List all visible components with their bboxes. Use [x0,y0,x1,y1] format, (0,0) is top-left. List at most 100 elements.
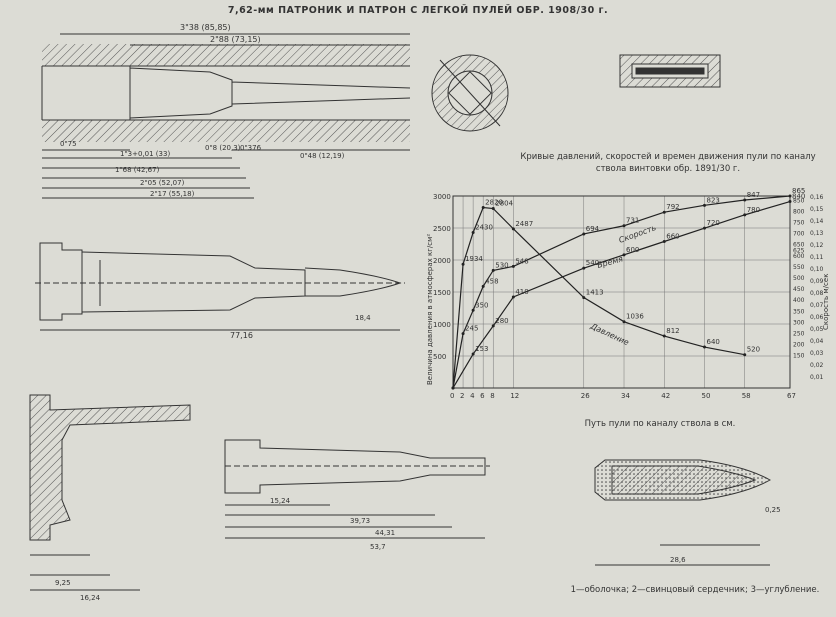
series-point [491,324,495,328]
series-point [622,224,626,228]
point-label: 600 [626,246,639,254]
point-label: 458 [485,277,498,285]
x-tick-label: 2 [460,392,464,400]
point-label: 847 [747,191,760,199]
series-line-1 [452,195,791,389]
x-tick-label: 50 [701,392,710,400]
y-right-time-tick: 0,16 [810,194,824,201]
series-point [743,353,747,357]
x-tick-label: 67 [787,392,796,400]
y-right-time-tick: 0,03 [810,350,824,357]
y-right-time-tick: 0,09 [810,278,824,285]
y-tick-label: 500 [433,353,446,361]
y-right-speed-tick: 250 [793,331,805,338]
x-tick-label: 8 [490,392,494,400]
x-tick-label: 58 [742,392,751,400]
y-tick-label: 1000 [433,321,451,329]
point-label: 694 [586,225,600,233]
y-right-time-tick: 0,13 [810,230,824,237]
y-right-speed-tick: 625 [793,247,805,254]
point-label: 350 [475,301,488,309]
y-right-speed-tick: 200 [793,342,805,349]
dim-case-1: 15,24 [270,497,291,505]
series-line-2 [452,200,791,389]
dim-2: 1"3+0,01 (33) [120,150,170,158]
y-right-speed-tick: 450 [793,286,805,293]
y-tick-label: 1500 [433,289,451,297]
y-right-time-tick: 0,11 [810,254,824,261]
y-right-time-tick: 0,10 [810,266,824,273]
series-point [622,320,626,324]
point-label: 153 [475,345,488,353]
series-point [662,210,666,214]
point-label: 792 [666,203,679,211]
y-tick-label: 2000 [433,257,451,265]
dim-bullet-ogive: 18,4 [355,314,371,322]
x-tick-label: 34 [621,392,630,400]
point-label: 720 [706,219,719,227]
cartridge-side-view: 77,16 18,4 [35,242,405,340]
point-label: 1934 [465,255,483,263]
series-point [788,194,792,198]
dim-4: 0"376 [240,144,262,152]
dim-cartridge-length: 77,16 [230,331,253,340]
plot-frame [452,195,791,389]
legend-note: 1—оболочка; 2—свинцовый сердечник; 3—угл… [570,585,820,595]
x-tick-label: 12 [510,392,519,400]
y-right-time-tick: 0,12 [810,242,824,249]
series-point [491,268,495,272]
point-label: 865 [792,187,805,195]
series-point [511,227,515,231]
series-point [582,266,586,270]
series-point [481,284,485,288]
y-right-speed-tick: 350 [793,308,805,315]
y-right-time-tick: 0,15 [810,206,824,213]
point-label: 640 [706,338,719,346]
y-right-time-tick: 0,08 [810,290,824,297]
point-label: 2487 [515,220,533,228]
series-point [662,334,666,338]
series-point [582,296,586,300]
series-point [743,198,747,202]
series-point [582,232,586,236]
primer-detail [619,54,721,88]
series-point [622,253,626,257]
y-right-speed-tick: 300 [793,319,805,326]
dim-rim-2: 16,24 [80,594,101,602]
rim-detail: 9,25 16,24 [29,394,191,602]
series-point [491,207,495,211]
y-right-speed-tick: 400 [793,297,805,304]
series-line-0 [452,206,745,389]
series-point [743,213,747,217]
point-label: 731 [626,217,639,225]
chart-title-line-1: Кривые давлений, скоростей и времен движ… [520,152,816,162]
y-right-speed-tick: 500 [793,275,805,282]
y-right-time-tick: 0,14 [810,218,824,225]
y-right-time-tick: 0,05 [810,326,824,333]
dim-3: 0"8 (20,3) [205,144,241,152]
x-tick-label: 26 [581,392,590,400]
point-label: 2820 [485,199,503,207]
y-right-time-tick: 0,02 [810,362,824,369]
dim-bullet-tip: 0,25 [765,506,781,514]
point-label: 780 [747,206,760,214]
y-right-speed-tick: 550 [793,264,805,271]
chart-x-label: Путь пули по каналу ствола в см. [584,419,736,429]
y-right-speed-tick: 750 [793,220,805,227]
point-label: 2804 [495,200,513,208]
dim-case-2: 39,73 [350,517,370,525]
chamber-section: 3"38 (85,85) 2"88 (73,15) 0"75 1"3+0,01 … [41,23,411,199]
series-name-label: Время [596,254,624,270]
point-label: 540 [586,259,599,267]
dim-case-3: 44,31 [375,529,395,537]
point-label: 1036 [626,313,644,321]
series-point [451,386,455,390]
point-label: 2430 [475,223,493,231]
x-tick-label: 42 [661,392,670,400]
series-point [471,308,475,312]
y-right-time-tick: 0,07 [810,302,824,309]
point-label: 812 [666,327,679,335]
y-right-time-tick: 0,01 [810,374,824,381]
